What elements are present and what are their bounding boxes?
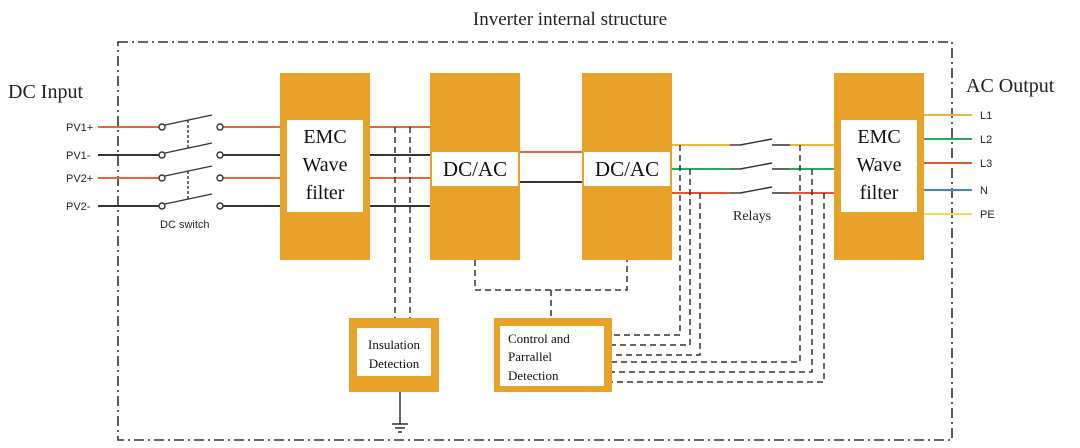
insulation-label-line2: Detection (369, 356, 420, 371)
relays-label: Relays (733, 209, 771, 224)
ac-l3-label: L3 (980, 158, 992, 170)
dc-switch-label: DC switch (160, 219, 210, 231)
insulation-sense-lines (394, 127, 411, 318)
dcac-control-link (474, 260, 628, 318)
control-label-line2: Parrallel (508, 349, 552, 364)
ground-icon (392, 392, 408, 433)
ac-output-label: AC Output (966, 75, 1055, 97)
emc-output-line3: filter (860, 182, 899, 204)
dcac-1-label: DC/AC (443, 157, 507, 181)
pv2-plus-label: PV2+ (66, 173, 93, 185)
ac-n-label: N (980, 185, 988, 197)
ac-relay-wires (672, 144, 834, 194)
emc-to-dcac-wires (370, 126, 430, 207)
diagram-title: Inverter internal structure (473, 9, 667, 30)
control-label-box (500, 326, 604, 386)
inverter-boundary (117, 41, 953, 441)
emc-input-line2: Wave (302, 154, 347, 176)
emc-input-line3: filter (306, 182, 345, 204)
dc-switch (158, 114, 224, 210)
pv2-minus-label: PV2- (66, 201, 91, 213)
emc-output-label-box (841, 120, 917, 212)
ac-l1-label: L1 (980, 110, 992, 122)
emc-input-label-box (287, 120, 363, 212)
dcac-2-label-box (584, 152, 670, 186)
control-label-line3: Detection (508, 368, 559, 383)
dc-input-label: DC Input (8, 81, 83, 103)
control-label-line1: Control and (508, 331, 570, 346)
insulation-label-line1: Insulation (368, 337, 420, 352)
control-sense-lines (612, 145, 825, 383)
ac-pe-label: PE (980, 209, 995, 221)
emc-output-line2: Wave (856, 154, 901, 176)
dcac-1-label-box (432, 152, 518, 186)
emc-output-line1: EMC (857, 126, 900, 148)
relay-contacts (730, 138, 790, 194)
pv1-plus-label: PV1+ (66, 122, 93, 134)
emc-input-line1: EMC (303, 126, 346, 148)
ac-l2-label: L2 (980, 134, 992, 146)
pv1-minus-label: PV1- (66, 150, 91, 162)
insulation-label-box (357, 328, 431, 376)
ac-output-wires (924, 114, 972, 215)
dc-input-wires (98, 126, 280, 207)
dcac-2-label: DC/AC (595, 157, 659, 181)
